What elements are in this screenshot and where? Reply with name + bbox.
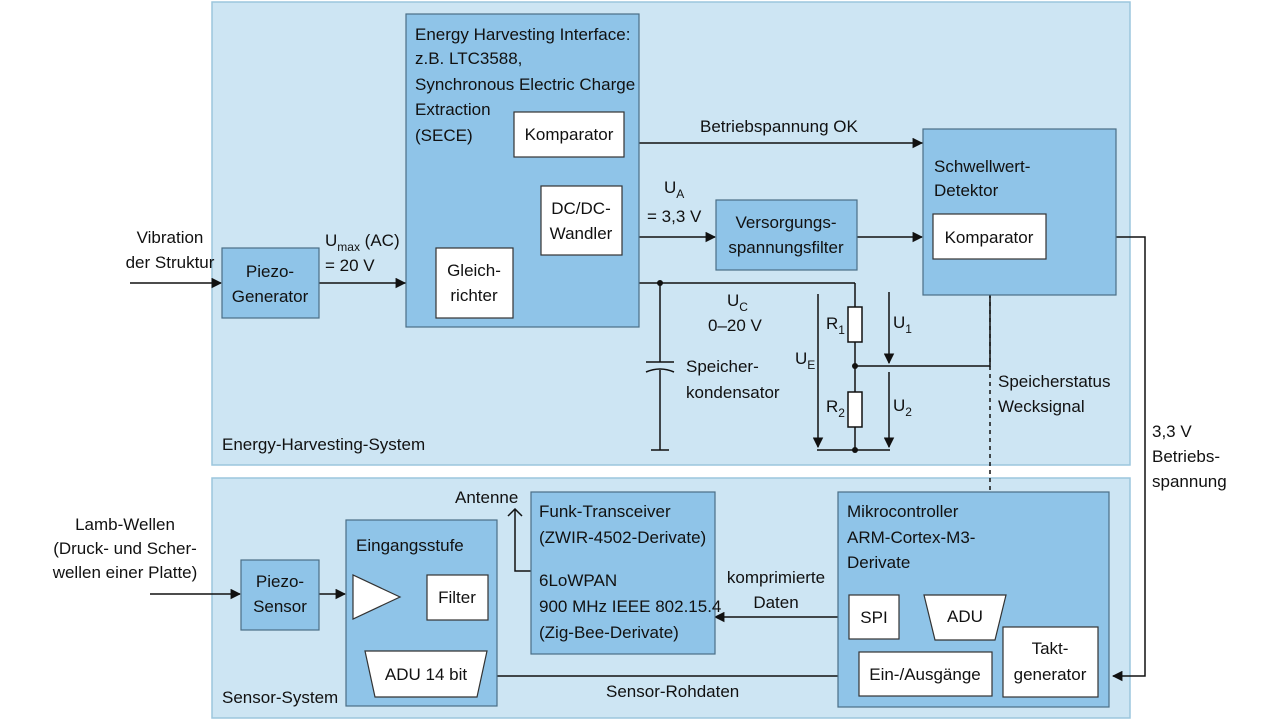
svg-text:Generator: Generator [232,287,309,306]
svg-text:(SECE): (SECE) [415,126,473,145]
betriebspannung-ok-label: Betriebspannung OK [700,117,858,136]
svg-text:Detektor: Detektor [934,181,999,200]
svg-text:Gleich-: Gleich- [447,261,501,280]
betriebsspannung-33-label-3: spannung [1152,472,1227,491]
svg-text:Funk-Transceiver: Funk-Transceiver [539,502,671,521]
svg-text:richter: richter [450,286,498,305]
svg-text:Extraction: Extraction [415,100,491,119]
speicherkondensator-label-2: kondensator [686,383,780,402]
io-box: Ein-/Ausgänge [858,651,993,697]
svg-text:(ZWIR-4502-Derivate): (ZWIR-4502-Derivate) [539,528,706,547]
r1-label: R1 [826,314,845,337]
lamb-wellen-label: Lamb-Wellen [75,515,175,534]
ua-value: = 3,3 V [647,207,702,226]
komprimierte-daten-label-2: Daten [753,593,798,612]
svg-text:Wandler: Wandler [550,224,613,243]
resistor-r1 [847,306,863,343]
resistor-r2 [847,391,863,428]
filter-box: Filter [426,574,489,621]
svg-text:6LoWPAN: 6LoWPAN [539,571,617,590]
u1-label: U1 [893,313,912,336]
ua-label: UA [664,178,684,201]
svg-text:Piezo-: Piezo- [246,262,294,281]
svg-text:900 MHz IEEE 802.15.4: 900 MHz IEEE 802.15.4 [539,597,721,616]
komparator-box: Komparator [513,111,625,158]
taktgenerator-box: Takt- generator [1002,626,1099,698]
piezo-generator-block: Piezo- Generator [221,247,320,319]
svg-text:spannungsfilter: spannungsfilter [728,238,844,257]
svg-text:Filter: Filter [438,588,476,607]
gleichrichter-box: Gleich- richter [435,247,514,319]
spi-box: SPI [848,594,900,640]
uc-value: 0–20 V [708,316,763,335]
speicherkondensator-label: Speicher- [686,357,759,376]
svg-text:Piezo-: Piezo- [256,572,304,591]
r2-label: R2 [826,397,845,420]
svg-text:Mikrocontroller: Mikrocontroller [847,502,959,521]
svg-text:ADU 14 bit: ADU 14 bit [385,665,467,684]
svg-text:Eingangsstufe: Eingangsstufe [356,536,464,555]
lamb-wellen-label-2: (Druck- und Scher- [53,539,197,558]
svg-text:Ein-/Ausgänge: Ein-/Ausgänge [869,665,981,684]
svg-text:SPI: SPI [860,608,887,627]
u2-label: U2 [893,396,912,419]
svg-text:ARM-Cortex-M3-: ARM-Cortex-M3- [847,528,975,547]
mcu-adu-box: ADU [923,594,1007,641]
versorgungsfilter-block: Versorgungs- spannungsfilter [715,199,858,271]
sensor-system-title: Sensor-System [222,688,338,707]
schwellwert-detektor-block: Schwellwert- Detektor [922,128,1117,296]
ue-label: UE [795,349,815,372]
speicherstatus-label: Speicherstatus [998,372,1110,391]
umax-label: Umax (AC) [325,231,400,254]
schwellwert-komparator-box: Komparator [932,213,1047,260]
komprimierte-daten-label: komprimierte [727,568,825,587]
vibration-label-2: der Struktur [126,253,215,272]
svg-text:Takt-: Takt- [1032,639,1069,658]
dcdc-wandler-box: DC/DC- Wandler [540,185,623,256]
svg-text:z.B. LTC3588,: z.B. LTC3588, [415,49,522,68]
energy-harvesting-title: Energy-Harvesting-System [222,435,425,454]
uc-label: UC [727,291,748,314]
svg-text:ADU: ADU [947,607,983,626]
lamb-wellen-label-3: wellen einer Platte) [52,563,198,582]
svg-text:Komparator: Komparator [945,228,1034,247]
betriebsspannung-33-label: 3,3 V [1152,422,1192,441]
svg-text:Synchronous Electric Charge: Synchronous Electric Charge [415,75,635,94]
adu-14bit-box: ADU 14 bit [364,650,488,698]
sensor-rohdaten-label: Sensor-Rohdaten [606,682,739,701]
antenne-label: Antenne [455,488,518,507]
svg-text:Energy Harvesting Interface:: Energy Harvesting Interface: [415,25,630,44]
umax-value: = 20 V [325,256,375,275]
piezo-sensor-block: Piezo- Sensor [240,559,320,631]
svg-text:Versorgungs-: Versorgungs- [735,213,836,232]
svg-text:(Zig-Bee-Derivate): (Zig-Bee-Derivate) [539,623,679,642]
svg-text:DC/DC-: DC/DC- [551,199,611,218]
betriebsspannung-33-label-2: Betriebs- [1152,447,1220,466]
svg-text:Schwellwert-: Schwellwert- [934,157,1030,176]
funk-transceiver-block: Funk-Transceiver (ZWIR-4502-Derivate) 6L… [530,491,721,655]
amplifier-icon [352,574,402,620]
vibration-label: Vibration [137,228,204,247]
svg-text:generator: generator [1014,665,1087,684]
svg-text:Derivate: Derivate [847,553,910,572]
svg-text:Komparator: Komparator [525,125,614,144]
svg-text:Sensor: Sensor [253,597,307,616]
wecksignal-label: Wecksignal [998,397,1085,416]
